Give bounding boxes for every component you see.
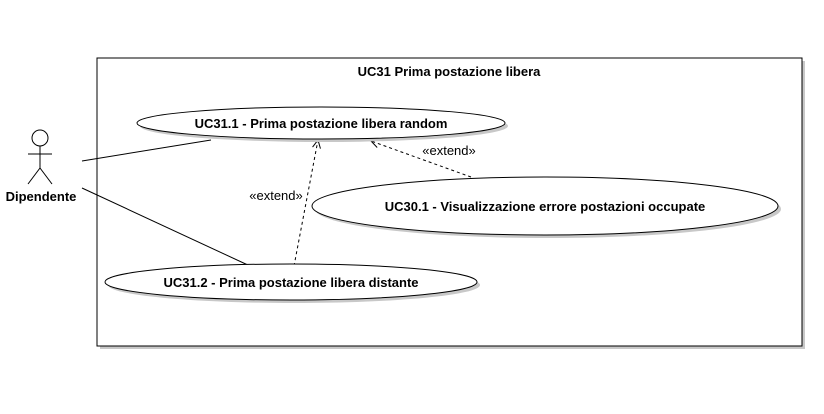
actor-stick-figure-icon: [27, 129, 53, 185]
extend-label-uc31-2: «extend»: [249, 188, 303, 203]
extend-label-uc30-1: «extend»: [422, 143, 476, 158]
use-case-uc31-2[interactable]: UC31.2 - Prima postazione libera distant…: [104, 263, 480, 303]
actor-dipendente[interactable]: Dipendente: [6, 129, 77, 204]
use-case-uc31-2-label: UC31.2 - Prima postazione libera distant…: [163, 275, 418, 290]
extend-relation-uc31-2: «extend»: [249, 140, 318, 267]
use-case-uc31-1[interactable]: UC31.1 - Prima postazione libera random: [136, 106, 508, 142]
association-actor-uc31-2: [81, 187, 251, 267]
extend-relation-uc30-1: «extend»: [371, 141, 476, 178]
use-case-uc30-1-label: UC30.1 - Visualizzazione errore postazio…: [385, 199, 706, 214]
use-case-uc30-1[interactable]: UC30.1 - Visualizzazione errore postazio…: [311, 176, 781, 238]
system-title: UC31 Prima postazione libera: [358, 64, 542, 79]
association-actor-uc31-1: [81, 139, 212, 162]
actor-name: Dipendente: [6, 189, 77, 204]
use-case-uc31-1-label: UC31.1 - Prima postazione libera random: [195, 116, 448, 131]
